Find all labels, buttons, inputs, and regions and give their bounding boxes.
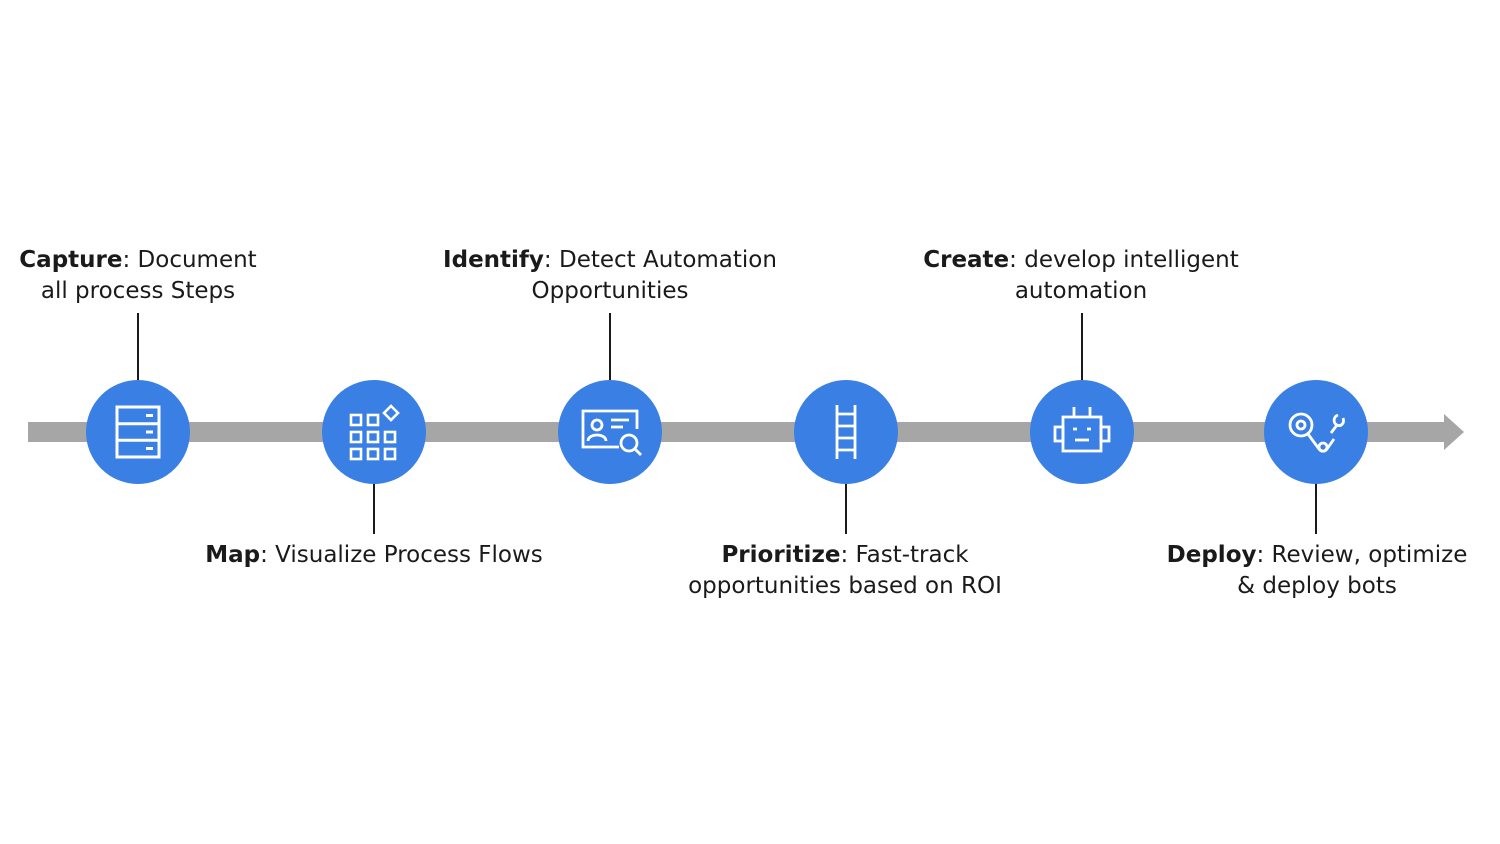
node-capture [86, 380, 190, 484]
node-map [322, 380, 426, 484]
connector-create [1081, 313, 1083, 381]
step-title: Create [923, 247, 1010, 273]
step-desc: : Fast-track [840, 542, 969, 568]
step-desc: : develop intelligent [1009, 247, 1239, 273]
step-desc-line2: & deploy bots [1237, 573, 1397, 599]
step-title: Capture [19, 247, 123, 273]
step-desc: : Detect Automation [543, 247, 777, 273]
connector-identify [609, 313, 611, 381]
step-desc: : Document [122, 247, 257, 273]
connector-capture [137, 313, 139, 381]
server-icon [115, 405, 161, 459]
step-label-deploy: Deploy: Review, optimize & deploy bots [1162, 540, 1472, 602]
ladder-icon [835, 405, 857, 459]
connector-map [373, 484, 375, 534]
step-title: Deploy [1166, 542, 1257, 568]
step-title: Identify [443, 247, 544, 273]
step-label-identify: Identify: Detect Automation Opportunitie… [440, 245, 780, 307]
step-desc-line2: Opportunities [531, 278, 689, 304]
node-create [1030, 380, 1134, 484]
timeline-arrowhead [1444, 414, 1464, 450]
node-deploy [1264, 380, 1368, 484]
node-identify [558, 380, 662, 484]
step-title: Map [205, 542, 261, 568]
step-label-capture: Capture: Document all process Steps [18, 245, 258, 307]
step-title: Prioritize [721, 542, 841, 568]
step-desc-line2: all process Steps [40, 278, 236, 304]
connector-prioritize [845, 484, 847, 534]
step-desc: : Visualize Process Flows [260, 542, 543, 568]
step-label-create: Create: develop intelligent automation [916, 245, 1246, 307]
id-search-icon [581, 409, 642, 456]
step-desc: : Review, optimize [1256, 542, 1468, 568]
step-desc-line2: opportunities based on ROI [688, 573, 1002, 599]
connector-deploy [1315, 484, 1317, 534]
step-desc-line2: automation [1014, 278, 1148, 304]
robot-arm-icon [1288, 412, 1345, 453]
node-prioritize [794, 380, 898, 484]
grid-apps-icon [349, 404, 400, 461]
timeline-bar [28, 422, 1448, 442]
robot-icon [1053, 407, 1111, 453]
step-label-prioritize: Prioritize: Fast-track opportunities bas… [680, 540, 1010, 602]
step-label-map: Map: Visualize Process Flows [204, 540, 544, 571]
